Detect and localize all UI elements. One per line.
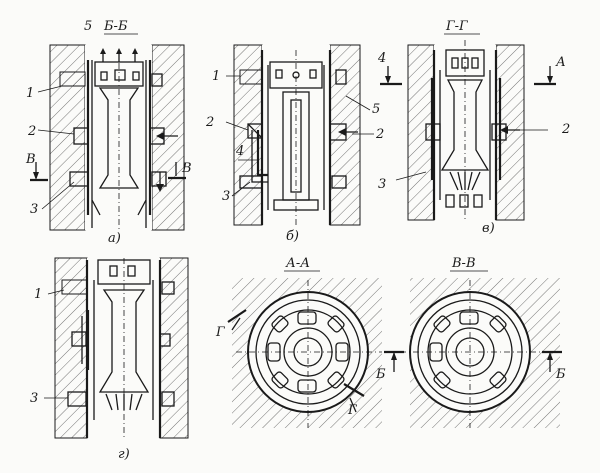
label-5-a: 5	[84, 19, 92, 34]
label-1-b: 1	[212, 69, 220, 84]
label-1-g: 1	[34, 287, 42, 302]
label-4-b: 4	[235, 144, 244, 159]
section-title-VV: В-В	[451, 256, 476, 271]
caption-a: а)	[108, 231, 121, 246]
view-a-leaders	[37, 85, 75, 210]
label-G-aa-left: Г	[215, 325, 225, 340]
label-2-v: 2	[561, 122, 570, 137]
section-title-BB: Б-Б	[103, 19, 128, 34]
label-3-v: 3	[378, 177, 386, 192]
labels: 5 Б-Б 1 2 В 3 В а) 1 2 4 3 5 2 б) Г-Г 4 …	[25, 19, 570, 462]
label-3-g: 3	[30, 391, 38, 406]
label-2-a: 2	[27, 124, 36, 139]
caption-v: в)	[482, 221, 495, 236]
label-B-vv-right: Б	[555, 367, 566, 382]
label-2-b-right: 2	[375, 127, 384, 142]
view-g	[54, 257, 189, 440]
label-V-a: В	[25, 152, 36, 167]
view-b-leaders	[225, 75, 374, 197]
section-title-GG: Г-Г	[445, 19, 468, 34]
view-v-leaders	[395, 129, 548, 181]
label-V-a-right: В	[181, 161, 192, 176]
label-3-a: 3	[30, 202, 38, 217]
label-5-b: 5	[372, 102, 380, 117]
label-2-b: 2	[205, 115, 214, 130]
view-b	[233, 44, 361, 228]
section-AA	[227, 278, 382, 428]
view-a	[30, 44, 186, 231]
label-G-aa-right: Г	[347, 403, 357, 418]
section-title-AA: А-А	[285, 256, 310, 271]
section-VV	[384, 278, 562, 428]
caption-g: г)	[118, 447, 130, 462]
label-A-v: А	[555, 55, 566, 70]
label-B-vv-left: Б	[375, 367, 386, 382]
view-v	[380, 40, 556, 222]
label-3-b: 3	[222, 189, 230, 204]
label-1-a: 1	[26, 86, 34, 101]
caption-b: б)	[286, 229, 299, 244]
label-4-v: 4	[377, 51, 386, 66]
view-g-leaders	[44, 289, 68, 399]
